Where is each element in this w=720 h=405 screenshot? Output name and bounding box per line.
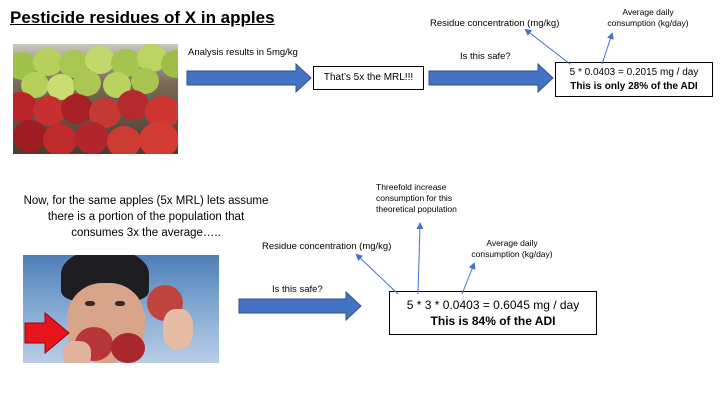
residue-concentration-label-top: Residue concentration (mg/kg) <box>430 18 560 29</box>
calculation-text-bottom: 5 * 3 * 0.0403 = 0.6045 mg / day <box>406 298 580 312</box>
residue-concentration-label-bottom: Residue concentration (mg/kg) <box>262 241 392 252</box>
adi-text-bottom: This is 84% of the ADI <box>430 314 556 328</box>
slide-title: Pesticide residues of X in apples <box>10 8 275 27</box>
safe-question-top: Is this safe? <box>460 51 511 62</box>
apples-photo <box>13 44 178 154</box>
red-pointer-icon <box>24 311 70 355</box>
block-arrow-2 <box>428 62 554 94</box>
threefold-increase-label: Threefold increase consumption for this … <box>376 182 457 214</box>
average-consumption-label-top: Average daily consumption (kg/day) <box>607 7 689 28</box>
calculation-box-bottom: 5 * 3 * 0.0403 = 0.6045 mg / day This is… <box>389 291 597 335</box>
pointer-threefold <box>416 222 424 295</box>
pointer-residue-bottom <box>355 253 399 295</box>
analysis-results-label: Analysis results in 5mg/kg <box>188 47 298 58</box>
pointer-residue-top <box>524 28 571 65</box>
pointer-consumption-top <box>601 32 614 65</box>
person-eating-apples-photo <box>23 255 219 363</box>
block-arrow-3 <box>238 290 362 322</box>
block-arrow-1 <box>186 62 312 94</box>
average-consumption-label-bottom: Average daily consumption (kg/day) <box>471 238 553 259</box>
calculation-text-top: 5 * 0.0403 = 0.2015 mg / day <box>569 67 699 78</box>
adi-text-top: This is only 28% of the ADI <box>570 81 698 92</box>
safe-question-bottom: Is this safe? <box>272 284 323 295</box>
calculation-box-top: 5 * 0.0403 = 0.2015 mg / day This is onl… <box>555 62 713 97</box>
scenario-paragraph: Now, for the same apples (5x MRL) lets a… <box>23 195 269 239</box>
pointer-consumption-bottom <box>461 262 476 295</box>
mrl-box: That’s 5x the MRL!!! <box>313 66 424 90</box>
